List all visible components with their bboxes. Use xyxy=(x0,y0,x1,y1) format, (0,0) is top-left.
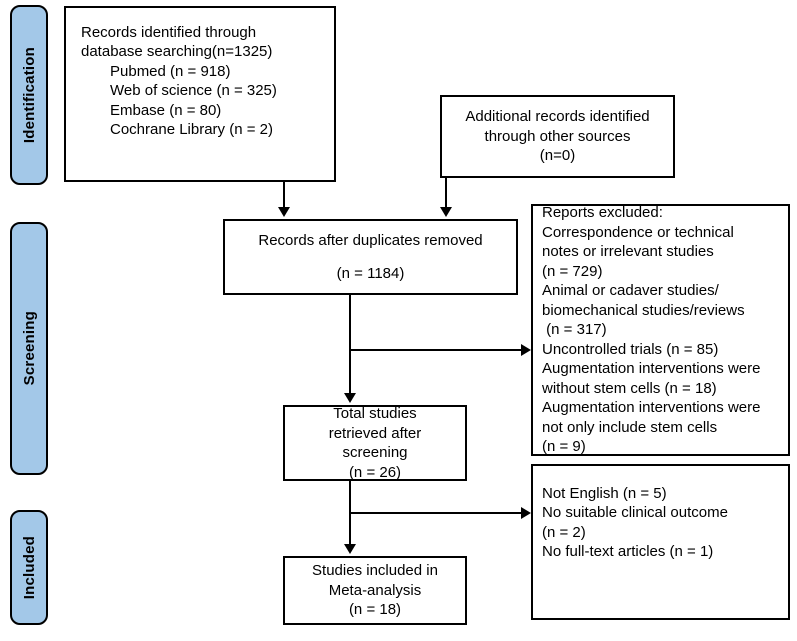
reports-excluded-reason-4b: without stem cells (n = 18) xyxy=(542,379,717,397)
records-identified-source-cochrane: Cochrane Library (n = 2) xyxy=(110,121,273,138)
after-duplicates-title: Records after duplicates removed xyxy=(258,232,483,249)
second-excluded-reason-2-count: (n = 2) xyxy=(542,523,586,541)
connector-retrieved-to-second-excluded xyxy=(349,512,523,514)
total-retrieved-line-2: retrieved after xyxy=(328,424,422,442)
records-identified-source-embase: Embase (n = 80) xyxy=(110,101,222,119)
stage-label-included: Included xyxy=(20,535,38,600)
reports-excluded-reason-2-count: (n = 317) xyxy=(542,321,607,339)
reports-excluded-reason-5a: Augmentation interventions were xyxy=(542,399,761,417)
arrowhead-additional-to-duplicates xyxy=(440,207,452,217)
studies-included-line-1: Studies included in xyxy=(312,562,438,580)
reports-excluded-reason-5-count: (n = 9) xyxy=(542,438,586,456)
box-records-identified: Records identified through database sear… xyxy=(64,6,336,182)
stage-tab-screening: Screening xyxy=(10,222,48,475)
additional-records-line-2: through other sources xyxy=(484,127,631,145)
reports-excluded-reason-1-count: (n = 729) xyxy=(542,262,603,280)
stage-label-screening: Screening xyxy=(20,311,38,386)
total-retrieved-line-3: screening xyxy=(342,444,408,461)
records-identified-line-1: Records identified through xyxy=(81,23,257,41)
reports-excluded-reason-1a: Correspondence or technical xyxy=(542,223,734,241)
arrowhead-duplicates-to-reports-excluded xyxy=(521,344,531,356)
box-total-studies-retrieved: Total studies retrieved after screening … xyxy=(283,405,467,481)
box-additional-records: Additional records identified through ot… xyxy=(440,95,675,178)
studies-included-count: (n = 18) xyxy=(348,601,402,619)
connector-additional-to-duplicates xyxy=(445,178,447,209)
reports-excluded-reason-5b: not only include stem cells xyxy=(542,418,718,436)
records-identified-source-pubmed: Pubmed (n = 918) xyxy=(110,62,231,80)
second-excluded-reason-1: Not English (n = 5) xyxy=(542,484,667,502)
after-duplicates-count: (n = 1184) xyxy=(336,264,405,282)
additional-records-line-1: Additional records identified xyxy=(465,108,650,126)
total-retrieved-line-1: Total studies xyxy=(333,405,417,422)
second-excluded-reason-2: No suitable clinical outcome xyxy=(542,504,728,521)
connector-duplicates-to-reports-excluded xyxy=(349,349,523,351)
reports-excluded-reason-2a: Animal or cadaver studies/ xyxy=(542,282,719,300)
stage-tab-included: Included xyxy=(10,510,48,625)
box-second-excluded: Not English (n = 5) No suitable clinical… xyxy=(531,464,790,620)
arrowhead-duplicates-to-total-retrieved xyxy=(344,393,356,403)
reports-excluded-reason-4a: Augmentation interventions were xyxy=(542,360,761,378)
arrowhead-identified-to-duplicates xyxy=(278,207,290,217)
reports-excluded-reason-3: Uncontrolled trials (n = 85) xyxy=(542,340,719,358)
total-retrieved-count: (n = 26) xyxy=(348,463,402,481)
arrowhead-retrieved-to-included xyxy=(344,544,356,554)
reports-excluded-reason-1b: notes or irrelevant studies xyxy=(542,243,714,261)
second-excluded-reason-3: No full-text articles (n = 1) xyxy=(542,543,714,560)
records-identified-source-web-of-science: Web of science (n = 325) xyxy=(110,82,277,99)
studies-included-line-2: Meta-analysis xyxy=(328,581,422,599)
arrowhead-retrieved-to-second-excluded xyxy=(521,507,531,519)
stage-label-identification: Identification xyxy=(20,46,38,144)
box-records-after-duplicates: Records after duplicates removed (n = 11… xyxy=(223,219,518,295)
records-identified-line-2: database searching(n=1325) xyxy=(81,43,273,60)
reports-excluded-reason-2b: biomechanical studies/reviews xyxy=(542,301,745,319)
connector-identified-to-duplicates xyxy=(283,182,285,209)
additional-records-count: (n=0) xyxy=(539,147,576,165)
connector-duplicates-main-trunk xyxy=(349,295,351,395)
box-reports-excluded: Reports excluded: Correspondence or tech… xyxy=(531,204,790,456)
box-studies-included: Studies included in Meta-analysis (n = 1… xyxy=(283,556,467,625)
stage-tab-identification: Identification xyxy=(10,5,48,185)
reports-excluded-heading: Reports excluded: xyxy=(542,204,663,222)
